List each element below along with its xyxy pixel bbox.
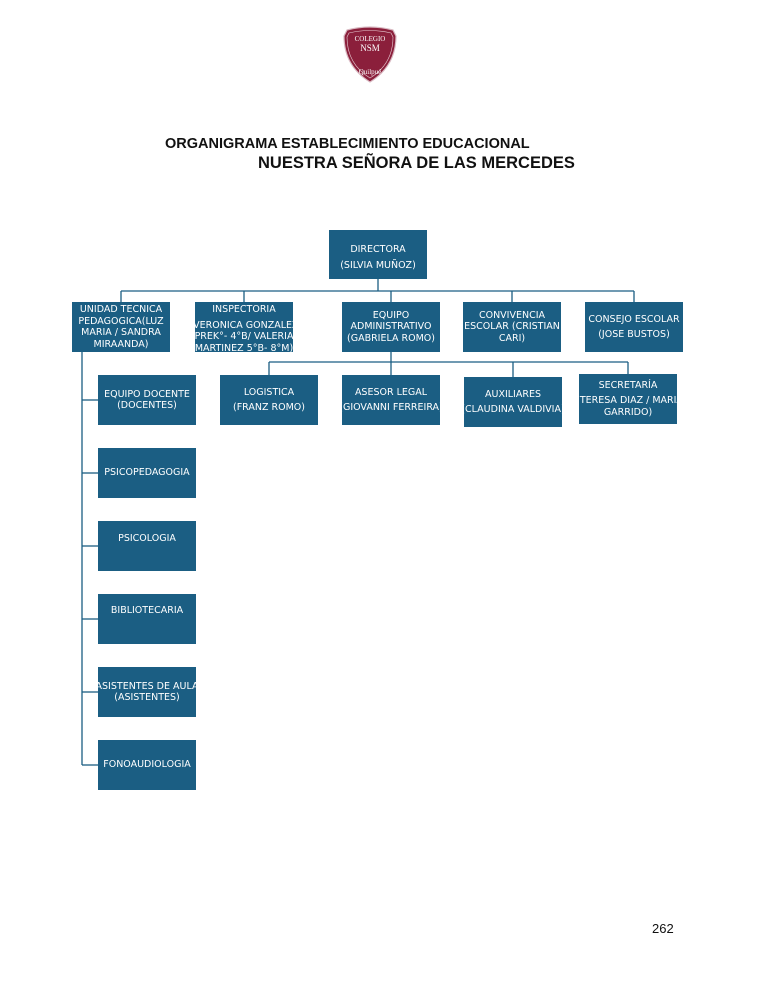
node-fonoaudiologia: FONOAUDIOLOGIA: [98, 740, 196, 790]
node-psicopedagogia: PSICOPEDAGOGIA: [98, 448, 196, 498]
chart-title-line-1: ORGANIGRAMA ESTABLECIMIENTO EDUCACIONAL: [165, 136, 530, 152]
node-auxiliares: AUXILIARES (CLAUDINA VALDIVIA): [464, 377, 562, 427]
node-unidad-tecnica-pedagogica: UNIDAD TECNICA PEDAGOGICA(LUZ MARIA / SA…: [72, 302, 170, 352]
node-psicologia: PSICOLOGIA: [98, 521, 196, 571]
school-logo: COLEGIO NSM Quilpué: [343, 26, 397, 83]
logo-text-quilpue: Quilpué: [359, 68, 382, 76]
node-secretaria: SECRETARÍA ( TERESA DIAZ / MARIA GARRIDO…: [579, 374, 677, 424]
node-equipo-administrativo: EQUIPO ADMINISTRATIVO (GABRIELA ROMO): [342, 302, 440, 352]
node-consejo-escolar: CONSEJO ESCOLAR (JOSE BUSTOS): [585, 302, 683, 352]
page-number: 262: [652, 921, 674, 936]
node-inspectoria: INSPECTORIA (VERONICA GONZALEZ PREK°- 4°…: [195, 302, 293, 352]
node-asesor-legal: ASESOR LEGAL (GIOVANNI FERREIRA): [342, 375, 440, 425]
chart-title-line-2: NUESTRA SEÑORA DE LAS MERCEDES: [258, 154, 575, 172]
logo-text-nsm: NSM: [360, 43, 380, 53]
node-bibliotecaria: BIBLIOTECARIA: [98, 594, 196, 644]
logo-text-colegio: COLEGIO: [355, 35, 386, 43]
node-directora: DIRECTORA (SILVIA MUÑOZ): [329, 230, 427, 279]
node-equipo-docente: EQUIPO DOCENTE (DOCENTES): [98, 375, 196, 425]
node-asistentes-de-aula: ASISTENTES DE AULA (ASISTENTES): [98, 667, 196, 717]
node-logistica: LOGISTICA (FRANZ ROMO): [220, 375, 318, 425]
node-convivencia-escolar: CONVIVENCIA ESCOLAR (CRISTIAN CARI): [463, 302, 561, 352]
